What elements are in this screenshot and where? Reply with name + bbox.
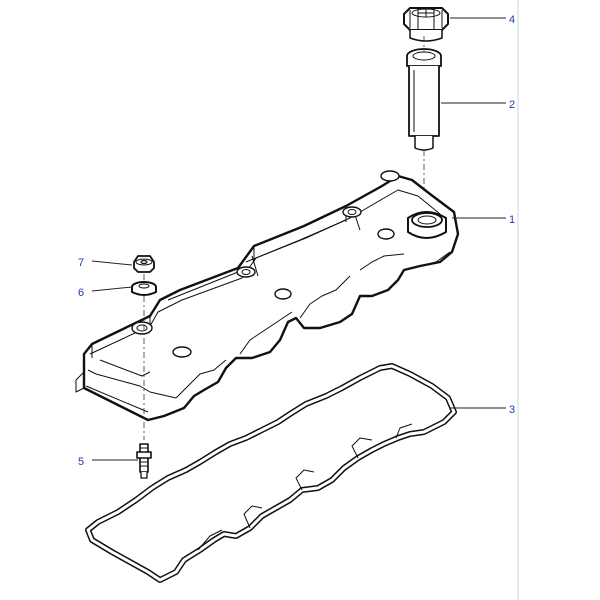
- washer-part[interactable]: [131, 281, 157, 296]
- callout-6[interactable]: 6: [78, 287, 84, 299]
- cover-gasket-part[interactable]: [85, 363, 457, 583]
- nut-part[interactable]: [133, 255, 155, 273]
- filler-tube-part[interactable]: [406, 48, 442, 151]
- stud-part[interactable]: [136, 443, 152, 479]
- leader-line-6: [91, 286, 133, 292]
- valve-cover-part[interactable]: [75, 170, 460, 422]
- filler-cap-part[interactable]: [403, 7, 449, 42]
- callout-7[interactable]: 7: [78, 257, 84, 269]
- callout-3[interactable]: 3: [509, 404, 515, 416]
- callout-5[interactable]: 5: [78, 456, 84, 468]
- callout-2[interactable]: 2: [509, 99, 515, 111]
- callout-4[interactable]: 4: [509, 14, 515, 26]
- callout-1[interactable]: 1: [509, 214, 515, 226]
- leader-line-7: [91, 260, 133, 266]
